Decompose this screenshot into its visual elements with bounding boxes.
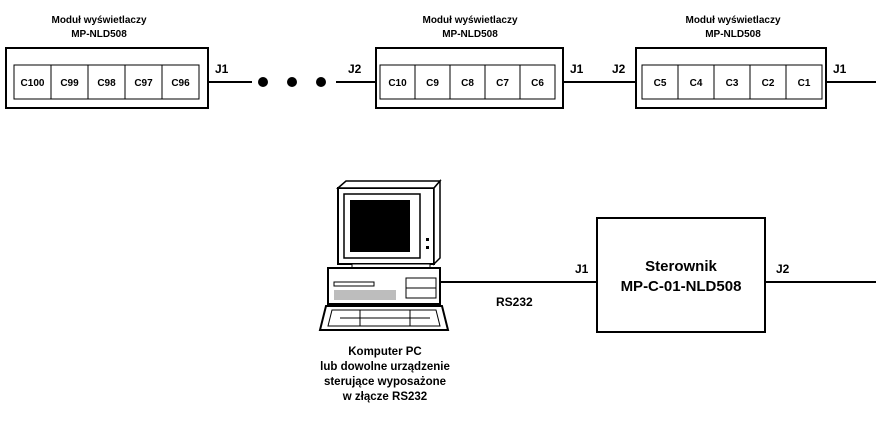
module-3-title: Moduł wyświetlaczy	[685, 15, 780, 26]
module-3-connector-j2: J2	[612, 62, 626, 76]
pc-caption-line: sterujące wyposażone	[324, 376, 446, 388]
module-3-cells: C5 C4 C3 C2 C1	[641, 64, 823, 100]
drive-panel	[334, 290, 396, 300]
display-cell	[379, 64, 416, 100]
monitor-screen	[350, 200, 410, 252]
cell-label: C97	[134, 78, 153, 89]
cell-label: C98	[97, 78, 116, 89]
power-led	[426, 246, 429, 249]
module-3-connector-j1: J1	[833, 62, 847, 76]
cell-label: C4	[690, 78, 703, 89]
module-2-connector-j2: J2	[348, 62, 362, 76]
dot	[287, 77, 297, 87]
cell-label: C10	[388, 78, 407, 89]
module-1-model: MP-NLD508	[71, 29, 127, 40]
cell-label: C6	[531, 78, 544, 89]
module-1-connector-j1: J1	[215, 62, 229, 76]
monitor-side	[433, 178, 441, 266]
cell-label: C100	[21, 78, 45, 89]
controller-connector-j2: J2	[776, 262, 790, 276]
cell-label: C5	[654, 78, 667, 89]
module-2-model: MP-NLD508	[442, 29, 498, 40]
cell-label: C9	[426, 78, 439, 89]
display-cell	[449, 64, 486, 100]
display-cell	[749, 64, 787, 100]
display-cell	[641, 64, 679, 100]
dot	[258, 77, 268, 87]
display-cell	[124, 64, 163, 100]
rs232-label: RS232	[496, 295, 533, 309]
pc-caption-line: lub dowolne urządzenie	[320, 361, 450, 373]
display-cell	[713, 64, 751, 100]
module-3-model: MP-NLD508	[705, 29, 761, 40]
pc-caption-line: w złącze RS232	[342, 391, 427, 403]
display-module-1: Moduł wyświetlaczy MP-NLD508 C100 C99 C9…	[5, 15, 229, 109]
display-cell	[50, 64, 89, 100]
display-cell	[414, 64, 451, 100]
display-module-2: Moduł wyświetlaczy MP-NLD508 J2 C10 C9 C…	[348, 15, 584, 109]
display-cell	[13, 64, 52, 100]
pc-caption-line: Komputer PC	[348, 346, 421, 358]
ellipsis-dots	[258, 77, 326, 87]
module-2-cells: C10 C9 C8 C7 C6	[379, 64, 556, 100]
cell-label: C2	[762, 78, 775, 89]
cell-label: C99	[60, 78, 79, 89]
cell-label: C96	[171, 78, 190, 89]
controller-connector-j1: J1	[575, 262, 589, 276]
controller-unit: J1 Sterownik MP-C-01-NLD508 J2	[575, 217, 790, 333]
display-cell	[484, 64, 521, 100]
module-1-cells: C100 C99 C98 C97 C96	[13, 64, 200, 100]
controller-title: Sterownik	[645, 258, 717, 275]
controller-box	[596, 217, 766, 333]
display-cell	[677, 64, 715, 100]
display-cell	[519, 64, 556, 100]
cell-label: C7	[496, 78, 509, 89]
module-2-title: Moduł wyświetlaczy	[422, 15, 517, 26]
display-cell	[785, 64, 823, 100]
monitor-top	[336, 180, 442, 189]
power-button	[426, 238, 429, 241]
computer-icon	[318, 178, 450, 331]
cell-label: C3	[726, 78, 739, 89]
controller-model: MP-C-01-NLD508	[621, 278, 742, 295]
cell-label: C8	[461, 78, 474, 89]
cell-label: C1	[798, 78, 811, 89]
module-1-title: Moduł wyświetlaczy	[51, 15, 146, 26]
floppy-slot	[333, 281, 375, 287]
module-2-connector-j1: J1	[570, 62, 584, 76]
dot	[316, 77, 326, 87]
pc-caption: Komputer PC lub dowolne urządzenie steru…	[320, 346, 450, 403]
display-cell	[161, 64, 200, 100]
display-module-3: Moduł wyświetlaczy MP-NLD508 J2 C5 C4 C3…	[612, 15, 847, 109]
